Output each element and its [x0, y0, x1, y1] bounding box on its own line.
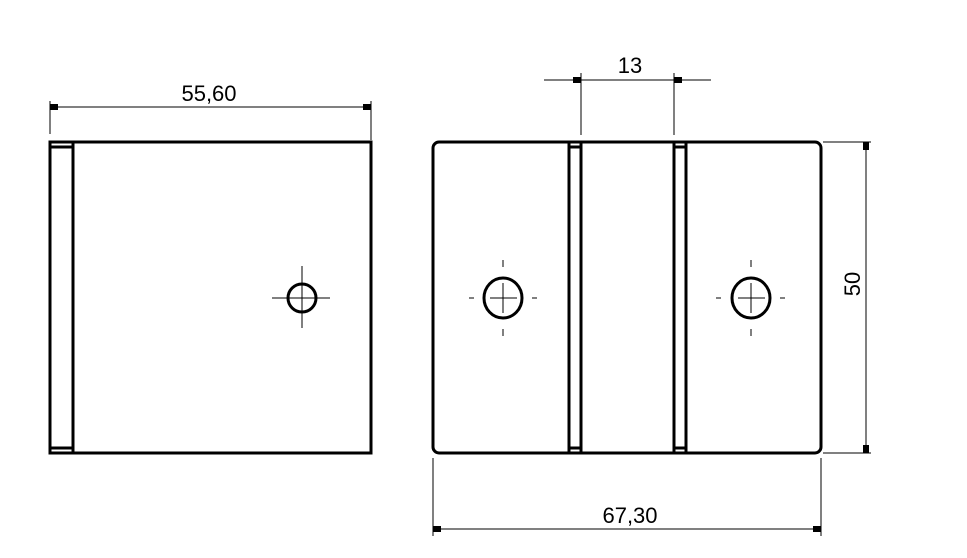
- groove-left: [567, 142, 583, 453]
- front-view-outline: [431, 140, 823, 455]
- dimension-label: 13: [618, 53, 642, 78]
- dimension-height: 50: [823, 141, 871, 454]
- front-view: 13 50 67,30: [431, 53, 871, 536]
- groove-right: [672, 142, 688, 453]
- dimension-label: 50: [840, 272, 865, 296]
- side-hole: [272, 266, 330, 328]
- dimension-width-side: 55,60: [49, 81, 372, 140]
- side-view: 55,60: [48, 81, 373, 455]
- dimension-groove-spacing: 13: [544, 53, 711, 135]
- dimension-width-front: 67,30: [432, 458, 822, 536]
- dimension-label: 55,60: [181, 81, 236, 106]
- side-view-outline: [48, 140, 373, 455]
- dimension-label: 67,30: [602, 503, 657, 528]
- front-hole-left: [469, 260, 537, 336]
- front-hole-right: [716, 260, 785, 336]
